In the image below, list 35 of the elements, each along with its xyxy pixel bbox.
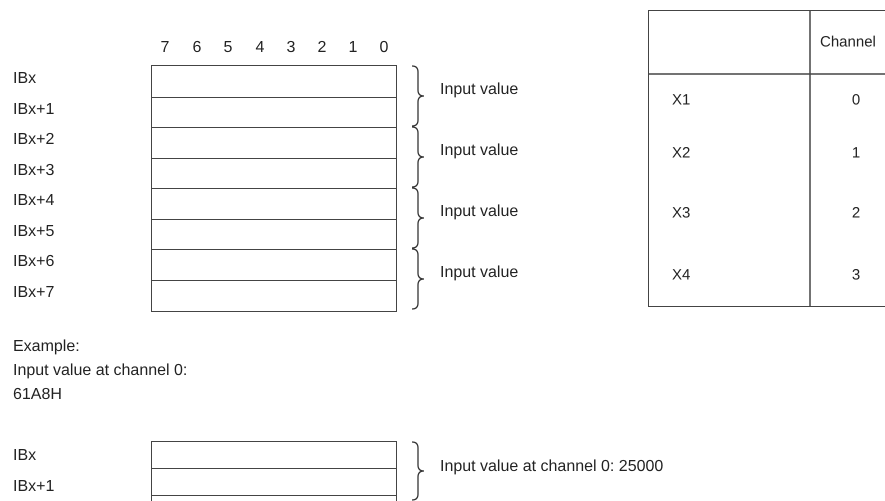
table-cell: X3 — [672, 206, 690, 220]
table-cell: X4 — [672, 268, 690, 282]
byte-address: IBx+3 — [13, 162, 54, 178]
byte-address: IBx+4 — [13, 193, 54, 209]
bit-number: 4 — [256, 40, 264, 56]
bit-number: 7 — [160, 40, 170, 56]
byte-address: IBx+2 — [13, 132, 54, 148]
table-header: Channel — [820, 34, 876, 50]
byte-address: IBx — [13, 71, 36, 87]
register-description: Input value — [440, 82, 518, 98]
byte-address: IBx+7 — [13, 284, 54, 300]
byte-address: IBx — [13, 448, 36, 464]
byte-address: IBx+1 — [13, 479, 54, 495]
byte-address: IBx+6 — [13, 254, 54, 270]
register-description: Input value — [440, 265, 518, 281]
table-cell: X1 — [672, 92, 690, 108]
example-text: Input value at channel 0: — [13, 363, 188, 379]
table-cell: 0 — [852, 92, 860, 108]
bit-number: 1 — [348, 40, 358, 56]
table-cell: X2 — [672, 146, 690, 160]
bit-number: 0 — [380, 40, 388, 56]
byte-address: IBx+1 — [13, 102, 54, 118]
register-description: Input value — [440, 204, 518, 220]
byte-address: IBx+5 — [13, 224, 54, 240]
table-cell: 3 — [852, 268, 860, 282]
example-value: 61A8H — [13, 387, 62, 403]
bit-number: 5 — [224, 40, 232, 56]
table-cell: 2 — [852, 206, 860, 220]
register-description: Input value — [440, 143, 518, 159]
bit-number: 6 — [192, 40, 202, 56]
example-heading: Example: — [13, 339, 80, 355]
bit-number: 3 — [286, 40, 296, 56]
table-cell: 1 — [852, 146, 860, 160]
register-description: Input value at channel 0: 25000 — [440, 459, 664, 475]
bit-number: 2 — [318, 40, 326, 56]
